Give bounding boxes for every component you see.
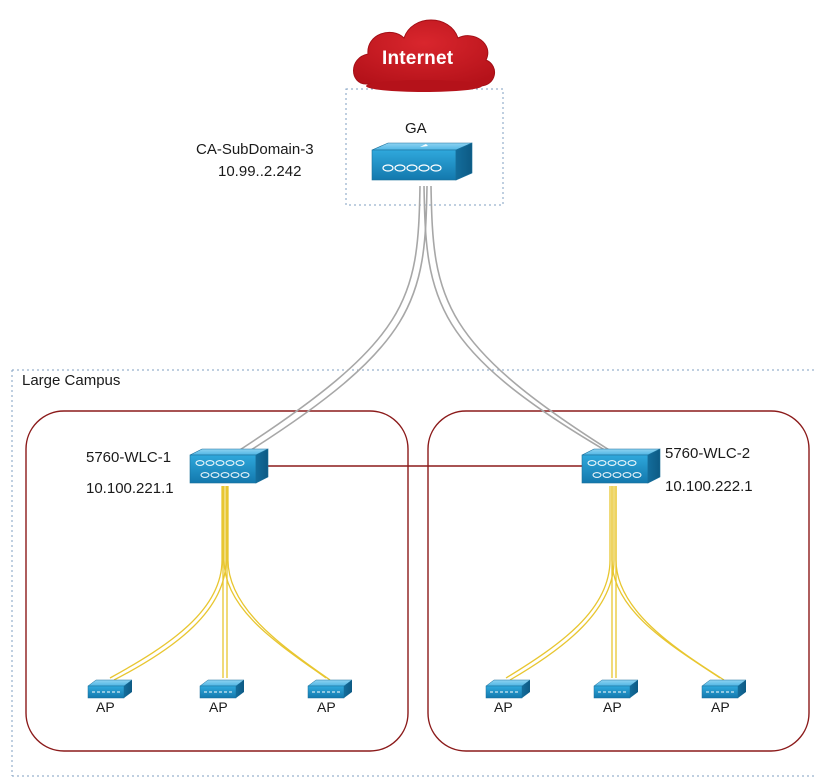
wlc-switch-icon: [189, 448, 269, 484]
access-point-icon: [485, 679, 531, 699]
controller-2-ip: 10.100.222.1: [665, 478, 753, 495]
campus-boundary: [11, 369, 816, 777]
gateway-name: GA: [405, 120, 427, 137]
wlc-switch-icon: [581, 448, 661, 484]
ap-label: AP: [96, 699, 115, 715]
controller-1-name: 5760-WLC-1: [86, 449, 172, 466]
campus-label: Large Campus: [22, 372, 121, 389]
zone-left: [25, 410, 409, 752]
ap-label: AP: [711, 699, 730, 715]
access-point-icon: [199, 679, 245, 699]
gateway-domain: CA-SubDomain-3: [196, 141, 314, 158]
ap-label: AP: [603, 699, 622, 715]
ap-label: AP: [317, 699, 336, 715]
zone-right: [427, 410, 810, 752]
internet-label: Internet: [382, 48, 454, 69]
controller-2-name: 5760-WLC-2: [665, 445, 751, 462]
ap-label: AP: [494, 699, 513, 715]
access-point-icon: [593, 679, 639, 699]
access-point-icon: [87, 679, 133, 699]
uplink-links: [231, 185, 623, 459]
internet-cloud-icon: [353, 19, 495, 92]
controller-1-ip: 10.100.221.1: [86, 480, 174, 497]
ap-links-right: [505, 486, 725, 681]
access-point-icon: [701, 679, 747, 699]
ap-label: AP: [209, 699, 228, 715]
access-point-icons: [87, 679, 747, 699]
access-point-icon: [307, 679, 353, 699]
gateway-ip: 10.99..2.242: [218, 163, 302, 180]
router-icon: [371, 142, 473, 181]
ap-links-left: [109, 486, 331, 681]
